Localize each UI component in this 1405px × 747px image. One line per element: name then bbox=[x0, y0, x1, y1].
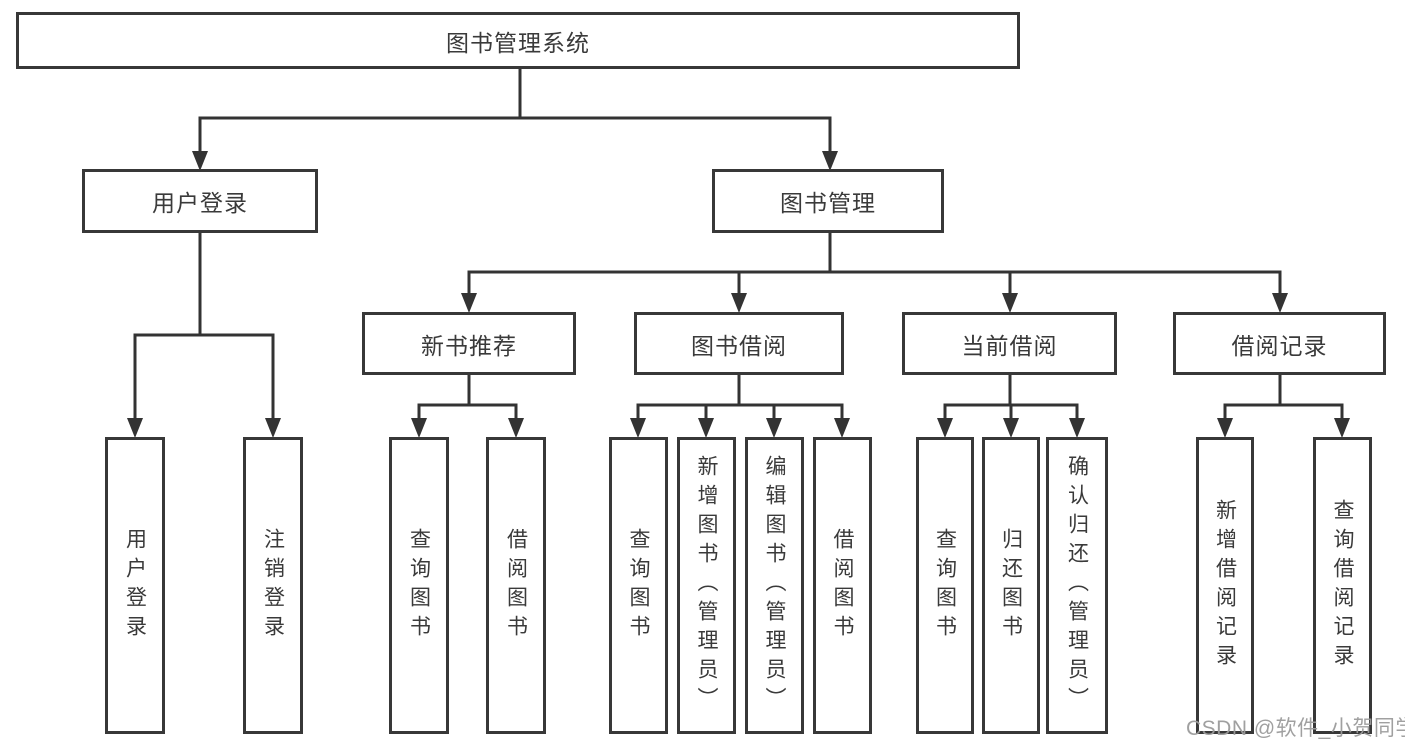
node-current-borrow-label: 当前借阅 bbox=[961, 332, 1058, 359]
node-new-book-recommend-label: 新书推荐 bbox=[421, 332, 517, 359]
leaf-add-books-admin: 新增图书（管理员） bbox=[677, 437, 736, 734]
node-current-borrow: 当前借阅 bbox=[902, 312, 1117, 375]
node-book-borrow-label: 图书借阅 bbox=[691, 332, 787, 359]
leaf-query-books-recommend: 查询图书 bbox=[389, 437, 449, 734]
leaf-add-books-admin-label: 新增图书（管理员） bbox=[695, 455, 718, 716]
connector-currentborrow-to-leaves bbox=[937, 375, 1085, 438]
leaf-query-borrow-record-label: 查询借阅记录 bbox=[1331, 498, 1354, 673]
leaf-edit-books-admin-label: 编辑图书（管理员） bbox=[763, 455, 786, 716]
leaf-confirm-return-admin-label: 确认归还（管理员） bbox=[1065, 455, 1089, 716]
leaf-query-books-borrow-label: 查询图书 bbox=[627, 527, 650, 644]
leaf-borrow-books-recommend-label: 借阅图书 bbox=[504, 527, 528, 644]
node-book-management: 图书管理 bbox=[712, 169, 944, 233]
node-book-management-label: 图书管理 bbox=[780, 190, 876, 216]
leaf-borrow-books: 借阅图书 bbox=[813, 437, 872, 734]
root-node-library-system: 图书管理系统 bbox=[16, 12, 1020, 69]
connector-bookmgmt-to-level3 bbox=[461, 233, 1288, 313]
node-user-login-label: 用户登录 bbox=[152, 190, 248, 216]
node-new-book-recommend: 新书推荐 bbox=[362, 312, 576, 375]
leaf-user-login: 用户登录 bbox=[105, 437, 165, 734]
leaf-borrow-books-label: 借阅图书 bbox=[831, 527, 854, 644]
csdn-watermark: CSDN @软件_小贺同学 bbox=[1186, 717, 1405, 740]
node-book-borrow: 图书借阅 bbox=[634, 312, 844, 375]
leaf-query-books-current: 查询图书 bbox=[916, 437, 974, 734]
connector-bookborrow-to-leaves bbox=[630, 375, 850, 438]
leaf-confirm-return-admin: 确认归还（管理员） bbox=[1046, 437, 1108, 734]
node-borrow-records-label: 借阅记录 bbox=[1231, 332, 1328, 359]
leaf-return-books-label: 归还图书 bbox=[999, 527, 1023, 644]
node-user-login: 用户登录 bbox=[82, 169, 318, 233]
node-borrow-records: 借阅记录 bbox=[1173, 312, 1386, 375]
connector-root-to-level2 bbox=[192, 68, 838, 171]
root-node-label: 图书管理系统 bbox=[446, 29, 590, 56]
leaf-query-books-recommend-label: 查询图书 bbox=[407, 527, 431, 644]
leaf-add-borrow-record-label: 新增借阅记录 bbox=[1213, 498, 1237, 673]
connector-borrowrecords-to-leaves bbox=[1217, 375, 1350, 438]
leaf-logout: 注销登录 bbox=[243, 437, 303, 734]
leaf-query-books-borrow: 查询图书 bbox=[609, 437, 668, 734]
leaf-logout-label: 注销登录 bbox=[261, 527, 285, 644]
leaf-query-books-current-label: 查询图书 bbox=[933, 527, 957, 644]
leaf-return-books: 归还图书 bbox=[982, 437, 1040, 734]
connector-newbook-to-leaves bbox=[411, 375, 524, 438]
leaf-user-login-label: 用户登录 bbox=[123, 527, 147, 644]
leaf-edit-books-admin: 编辑图书（管理员） bbox=[745, 437, 804, 734]
leaf-query-borrow-record: 查询借阅记录 bbox=[1313, 437, 1372, 734]
leaf-add-borrow-record: 新增借阅记录 bbox=[1196, 437, 1254, 734]
connector-userlogin-to-leaves bbox=[127, 233, 281, 438]
leaf-borrow-books-recommend: 借阅图书 bbox=[486, 437, 546, 734]
